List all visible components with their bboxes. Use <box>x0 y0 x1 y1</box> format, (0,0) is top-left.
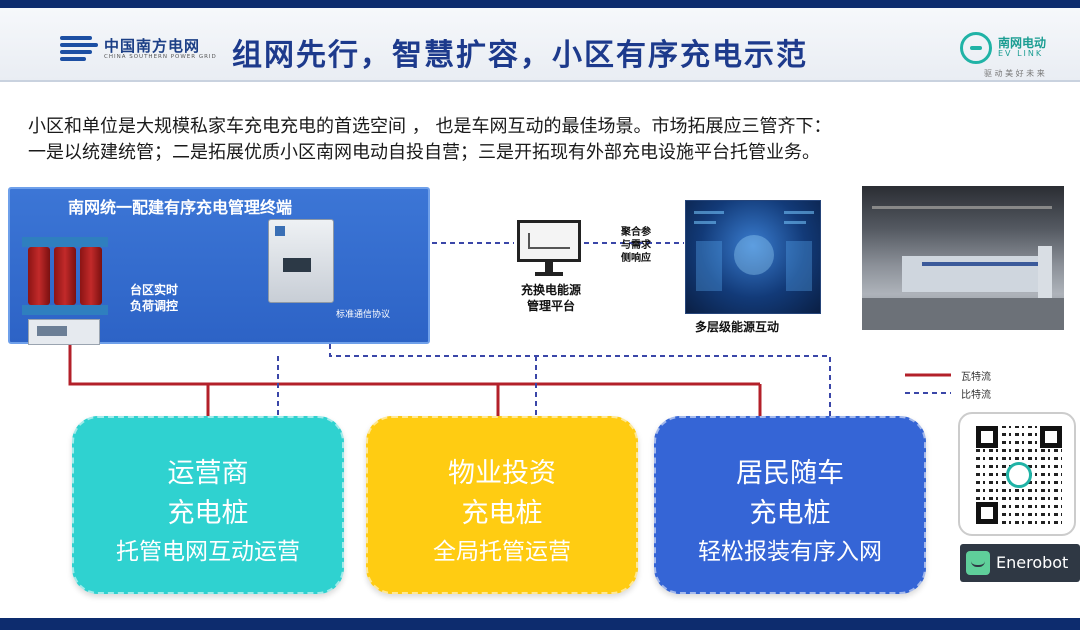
bottom-border <box>0 618 1080 630</box>
aggregation-label-line-2: 与需求 <box>621 240 651 251</box>
qr-logo-icon <box>1006 462 1032 488</box>
parking-garage-photo <box>862 186 1064 330</box>
property-box-subtitle: 充电桩 <box>461 498 543 529</box>
property-charger-box: 物业投资 充电桩 全局托管运营 <box>366 416 638 594</box>
platform-label-line-2: 管理平台 <box>526 299 575 313</box>
terminal-panel: 南网统一配建有序充电管理终端 台区实时 负荷调控 标准通信协议 <box>8 187 430 345</box>
description-line-1: 小区和单位是大规模私家车充电充电的首选空间 ， 也是车网互动的最佳场景。市场拓展… <box>28 116 832 137</box>
legend-data-label: 比特流 <box>961 390 991 401</box>
platform-label-line-1: 充换电能源 <box>520 283 581 297</box>
top-border <box>0 0 1080 8</box>
load-control-label-line-1: 台区实时 <box>130 283 179 297</box>
qr-code-card[interactable] <box>958 412 1076 536</box>
evlink-logo: 南网电动 EV LINK 驱 动 美 好 未 来 <box>960 30 1070 82</box>
enerobot-watermark: Enerobot <box>960 544 1080 582</box>
operator-box-desc: 托管电网互动运营 <box>116 539 300 565</box>
resident-charger-box: 居民随车 充电桩 轻松报装有序入网 <box>654 416 926 594</box>
company-name-cn: 中国南方电网 <box>104 37 201 55</box>
energy-dashboard-image <box>685 200 821 314</box>
company-name-en: CHINA SOUTHERN POWER GRID <box>104 54 217 60</box>
evlink-name: 南网电动 <box>998 36 1047 50</box>
description-line-2: 一是以统建统管；二是拓展优质小区南网电动自投自营；三是开拓现有外部充电设施平台托… <box>28 142 820 163</box>
legend-power-label: 瓦特流 <box>961 372 991 383</box>
enerobot-name: Enerobot <box>996 553 1069 572</box>
operator-charger-box: 运营商 充电桩 托管电网互动运营 <box>72 416 344 594</box>
operator-box-subtitle: 充电桩 <box>167 498 249 529</box>
qr-code[interactable] <box>976 426 1062 524</box>
dashboard-label: 多层级能源互动 <box>695 320 780 334</box>
monitor-icon <box>517 220 581 278</box>
page-title: 组网先行，智慧扩容，小区有序充电示范 <box>232 38 808 73</box>
load-control-label: 台区实时 负荷调控 <box>130 282 178 314</box>
platform-label: 充换电能源 管理平台 <box>514 282 588 314</box>
terminal-panel-title: 南网统一配建有序充电管理终端 <box>68 198 293 217</box>
aggregation-label-line-3: 侧响应 <box>621 253 651 264</box>
csg-logo-icon <box>60 36 98 61</box>
evlink-logo-icon <box>960 32 992 64</box>
slide-header: 中国南方电网 CHINA SOUTHERN POWER GRID 组网先行，智慧… <box>0 8 1080 82</box>
description-text: 小区和单位是大规模私家车充电充电的首选空间 ， 也是车网互动的最佳场景。市场拓展… <box>28 114 1068 166</box>
property-box-desc: 全局托管运营 <box>433 539 571 565</box>
resident-box-desc: 轻松报装有序入网 <box>698 539 882 565</box>
legend-data-row: 比特流 <box>905 386 1045 401</box>
aggregation-label: 聚合参 与需求 侧响应 <box>614 226 658 265</box>
terminal-cabinet-image <box>268 219 334 303</box>
csg-logo: 中国南方电网 CHINA SOUTHERN POWER GRID <box>60 33 216 65</box>
transformer-image <box>18 225 112 317</box>
protocol-label: 标准通信协议 <box>336 310 391 320</box>
evlink-name-en: EV LINK <box>998 49 1044 58</box>
resident-box-title: 居民随车 <box>736 458 844 489</box>
evlink-slogan: 驱 动 美 好 未 来 <box>984 69 1045 78</box>
meter-image <box>28 319 100 345</box>
operator-box-title: 运营商 <box>167 458 249 489</box>
power-flow-lines <box>68 344 762 416</box>
resident-box-subtitle: 充电桩 <box>749 498 831 529</box>
aggregation-label-line-1: 聚合参 <box>621 227 651 238</box>
flow-legend: 瓦特流 比特流 <box>905 368 1045 408</box>
load-control-label-line-2: 负荷调控 <box>130 299 179 313</box>
property-box-title: 物业投资 <box>448 458 556 489</box>
legend-power-row: 瓦特流 <box>905 368 1045 383</box>
enerobot-icon <box>966 551 990 575</box>
